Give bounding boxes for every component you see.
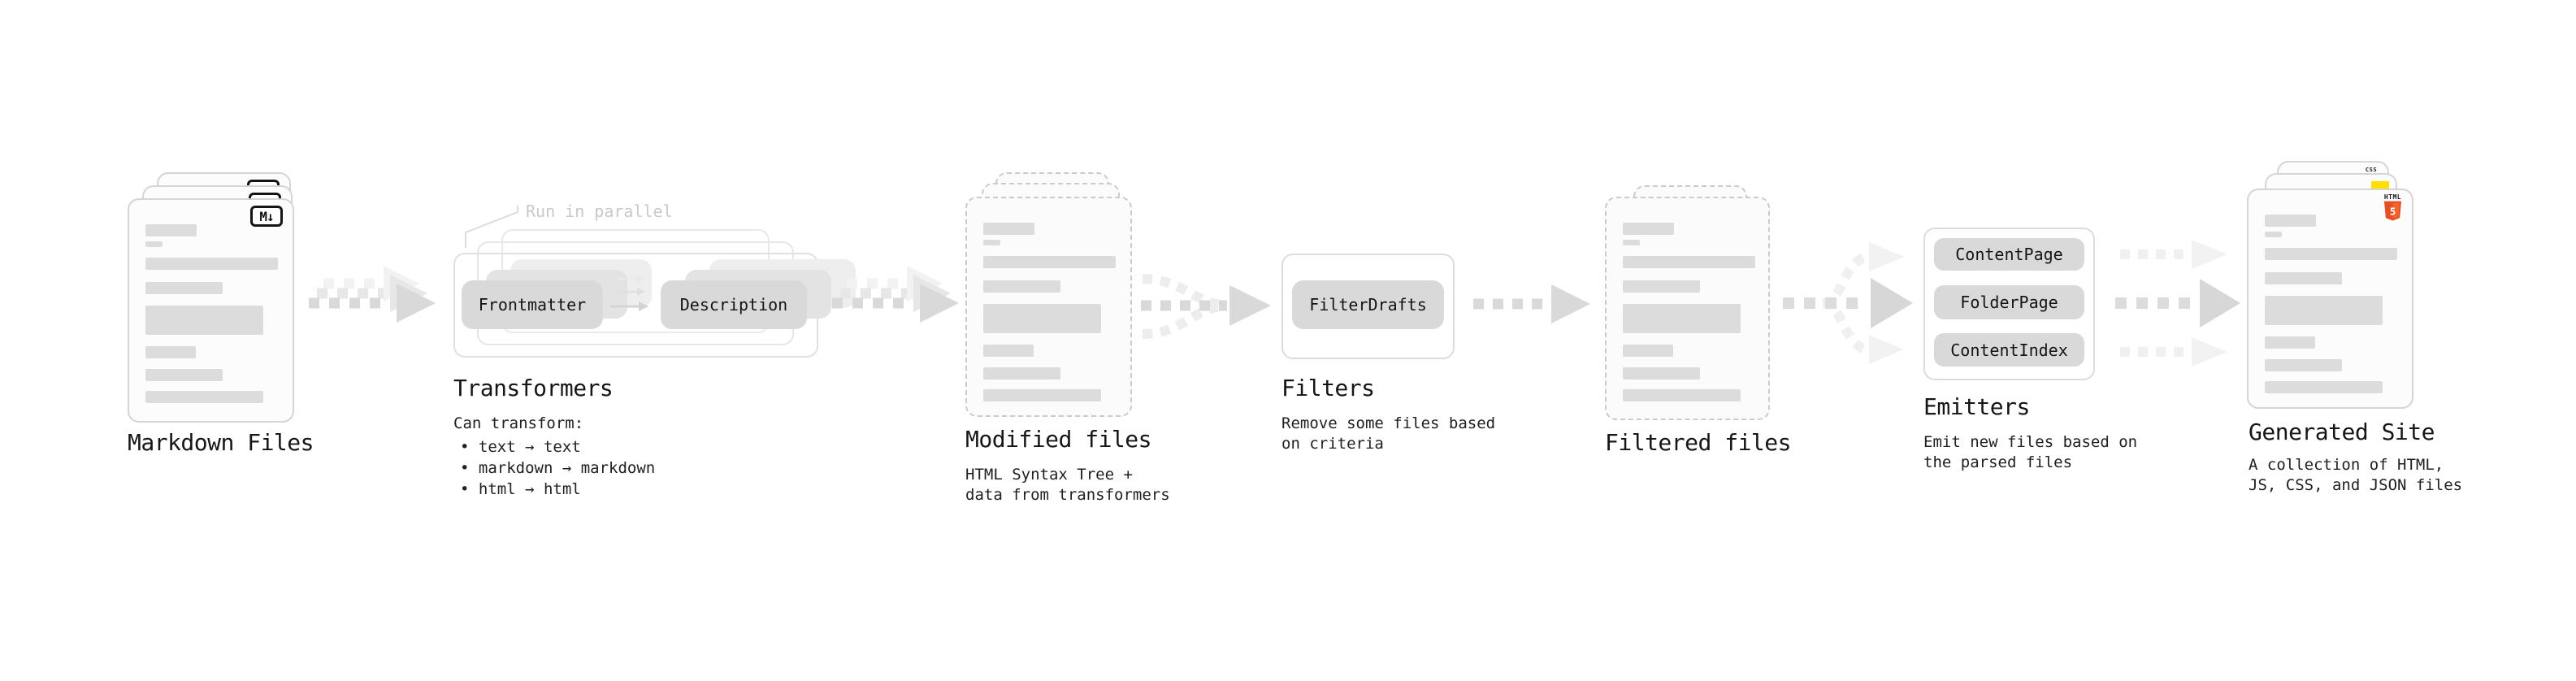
transformers-note-title: Can transform:	[453, 414, 584, 432]
run-in-parallel-annotation: Run in parallel	[526, 202, 673, 221]
placeholder-text-bar	[2265, 272, 2342, 284]
placeholder-text-bar	[145, 306, 263, 335]
note-line: Remove some files based	[1281, 414, 1496, 432]
filters-note: Remove some files based on criteria	[1281, 414, 1495, 454]
note-line: JS, CSS, and JSON files	[2249, 476, 2463, 494]
placeholder-text-bar	[1623, 345, 1673, 357]
flow-arrow-markdown-to-transformers	[309, 266, 436, 323]
document-text-placeholder	[1623, 223, 1755, 401]
placeholder-text-bar	[1623, 223, 1674, 235]
placeholder-text-bar	[145, 369, 223, 381]
flow-arrow-filters-to-filtered	[1473, 284, 1590, 323]
contentindex-pill: ContentIndex	[1934, 333, 2084, 367]
placeholder-text-bar	[983, 367, 1060, 380]
bullet-item: • html → html	[460, 480, 581, 498]
folderpage-pill: FolderPage	[1934, 285, 2084, 319]
stage-label-emitters: Emitters	[1923, 393, 2030, 420]
placeholder-text-bar	[2265, 381, 2383, 393]
placeholder-text-bar	[1623, 367, 1700, 380]
note-line: on criteria	[1281, 435, 1384, 453]
css-icon-label: CSS	[2365, 167, 2378, 173]
placeholder-text-bar	[1623, 240, 1640, 245]
stage-label-filtered-files: Filtered files	[1605, 429, 1792, 456]
placeholder-text-bar	[1623, 389, 1741, 401]
placeholder-text-bar	[145, 346, 196, 358]
placeholder-text-bar	[983, 240, 1000, 245]
markdown-file-card-front: M↓	[128, 198, 294, 423]
placeholder-text-bar	[1623, 256, 1755, 268]
flow-arrow-filtered-to-emitters	[1783, 242, 1913, 364]
placeholder-text-bar	[983, 256, 1116, 268]
placeholder-text-bar	[983, 280, 1060, 293]
modified-file-card-front	[965, 197, 1132, 417]
note-line: A collection of HTML,	[2249, 456, 2444, 474]
placeholder-text-bar	[983, 389, 1101, 401]
stage-label-modified-files: Modified files	[965, 426, 1152, 453]
html5-icon-label: HTML	[2383, 193, 2402, 201]
stage-label-generated-site: Generated Site	[2249, 419, 2435, 445]
contentpage-pill: ContentPage	[1934, 238, 2084, 271]
document-text-placeholder	[2265, 215, 2397, 393]
document-text-placeholder	[983, 223, 1116, 401]
placeholder-text-bar	[1623, 280, 1700, 293]
placeholder-text-bar	[145, 224, 197, 236]
placeholder-text-bar	[2265, 215, 2316, 227]
flow-arrow-emitters-to-generated	[2115, 240, 2240, 367]
placeholder-text-bar	[983, 223, 1034, 235]
bullet-item: • text → text	[460, 438, 581, 456]
generated-site-note: A collection of HTML, JS, CSS, and JSON …	[2249, 455, 2462, 496]
placeholder-text-bar	[2265, 296, 2383, 325]
placeholder-text-bar	[983, 345, 1034, 357]
markdown-icon-label: M↓	[259, 208, 274, 224]
note-line: HTML Syntax Tree +	[965, 466, 1133, 484]
flow-arrow-modified-to-filters	[1141, 274, 1271, 339]
note-line: Emit new files based on	[1923, 433, 2138, 451]
markdown-icon: M↓	[250, 206, 283, 227]
placeholder-text-bar	[145, 258, 278, 270]
annotation-connector-line	[465, 206, 518, 248]
document-text-placeholder	[145, 224, 278, 403]
filterdrafts-pill: FilterDrafts	[1292, 280, 1444, 329]
note-line: data from transformers	[965, 486, 1170, 504]
html5-icon: HTML 5	[2383, 193, 2402, 223]
placeholder-text-bar	[145, 282, 223, 294]
placeholder-text-bar	[983, 304, 1101, 333]
flow-arrow-transformers-to-modified	[832, 266, 959, 323]
svg-text:5: 5	[2390, 205, 2396, 217]
filtered-file-card-front	[1605, 197, 1770, 420]
transformers-bullet-list: • text → text • markdown → markdown • ht…	[460, 436, 655, 500]
modified-files-note: HTML Syntax Tree + data from transformer…	[965, 465, 1170, 505]
placeholder-text-bar	[145, 391, 263, 403]
placeholder-text-bar	[2265, 232, 2282, 237]
frontmatter-pill: Frontmatter	[462, 280, 603, 329]
generated-file-card-html: HTML 5	[2247, 189, 2413, 409]
parallel-transform-arrows	[610, 275, 648, 311]
stage-label-filters: Filters	[1281, 375, 1375, 401]
bullet-item: • markdown → markdown	[460, 459, 656, 477]
stage-label-transformers: Transformers	[453, 375, 614, 401]
placeholder-text-bar	[2265, 248, 2397, 260]
stage-label-markdown-files: Markdown Files	[128, 429, 314, 456]
emitters-note: Emit new files based on the parsed files	[1923, 432, 2137, 473]
placeholder-text-bar	[2265, 359, 2342, 371]
placeholder-text-bar	[1623, 304, 1741, 333]
description-pill: Description	[661, 280, 807, 329]
placeholder-text-bar	[2265, 336, 2315, 349]
placeholder-text-bar	[145, 241, 163, 247]
note-line: the parsed files	[1923, 453, 2073, 471]
